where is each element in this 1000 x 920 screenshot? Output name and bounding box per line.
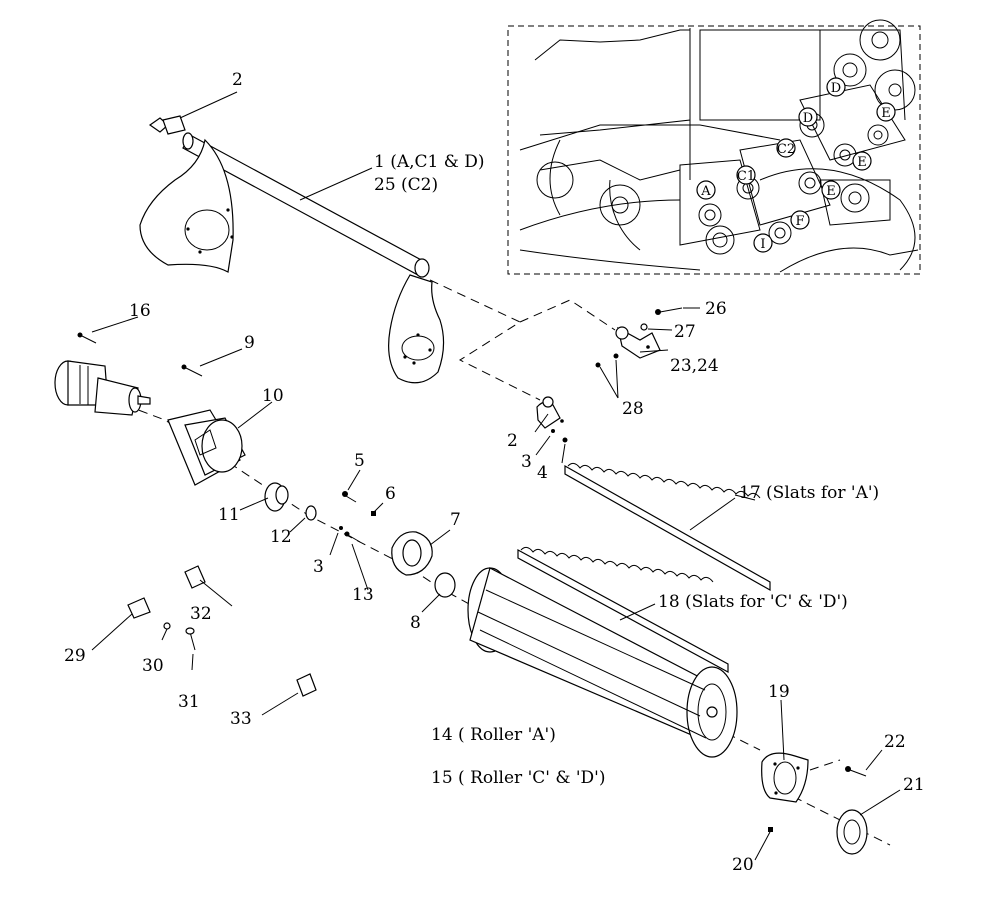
washer-12 — [305, 505, 317, 521]
callout-8: 8 — [410, 613, 421, 633]
inset-label-f: F — [795, 214, 804, 229]
inset-locator-view: A C1 C2 D D E E E F I — [507, 19, 921, 275]
callout-30: 30 — [142, 656, 164, 676]
callout-2-top: 2 — [232, 70, 243, 90]
roller-arm-shaft — [139, 115, 445, 384]
callout-7: 7 — [450, 510, 461, 530]
inset-label-c1: C1 — [737, 169, 755, 184]
inset-label-d-upper: D — [831, 81, 841, 96]
callout-27: 27 — [674, 322, 696, 342]
callout-22: 22 — [884, 732, 906, 752]
callout-16: 16 — [129, 301, 151, 321]
callout-28: 28 — [622, 399, 644, 419]
circlip-8 — [434, 572, 456, 598]
end-flange-19 — [761, 752, 809, 803]
inset-label-a: A — [700, 184, 711, 199]
callout-6: 6 — [385, 484, 396, 504]
bearing-21 — [836, 809, 868, 855]
callout-3-left: 3 — [313, 557, 324, 577]
fasteners — [77, 307, 867, 832]
callout-9: 9 — [244, 333, 255, 353]
bearing-housing-10 — [167, 409, 246, 486]
callout-19: 19 — [768, 682, 790, 702]
callout-3-lower: 3 — [521, 452, 532, 472]
callout-5: 5 — [354, 451, 365, 471]
inset-label-e-middle: E — [857, 155, 867, 170]
inset-label-e-upper: E — [881, 106, 891, 121]
inset-label-c2: C2 — [777, 142, 795, 157]
bracket-23-24 — [615, 326, 661, 359]
leader-lines — [91, 91, 901, 861]
callout-2-lower: 2 — [507, 431, 518, 451]
callout-20: 20 — [732, 855, 754, 875]
callout-31: 31 — [178, 692, 200, 712]
hydraulic-motor-16 — [54, 360, 151, 416]
inset-label-e-lower: E — [826, 184, 836, 199]
flange-7 — [391, 531, 433, 576]
inset-label-i: I — [760, 237, 765, 252]
callout-18: 18 (Slats for 'C' & 'D') — [658, 592, 848, 612]
slat-17 — [564, 462, 771, 592]
callout-32: 32 — [190, 604, 212, 624]
callout-11: 11 — [218, 505, 240, 525]
callout-4: 4 — [537, 463, 548, 483]
callout-26: 26 — [705, 299, 727, 319]
sprocket-11 — [264, 482, 289, 512]
callout-21: 21 — [903, 775, 925, 795]
callout-33: 33 — [230, 709, 252, 729]
callout-14: 14 ( Roller 'A') — [431, 725, 556, 745]
callout-17: 17 (Slats for 'A') — [739, 483, 879, 503]
callout-23-24: 23,24 — [670, 356, 719, 376]
roller-14-15 — [467, 567, 738, 758]
callout-10: 10 — [262, 386, 284, 406]
inset-label-d-lower: D — [803, 111, 813, 126]
slat-18 — [517, 546, 729, 674]
callout-25: 25 (C2) — [374, 175, 438, 195]
callout-15: 15 ( Roller 'C' & 'D') — [431, 768, 605, 788]
callout-13: 13 — [352, 585, 374, 605]
callout-29: 29 — [64, 646, 86, 666]
callout-1: 1 (A,C1 & D) — [374, 152, 485, 172]
callout-12: 12 — [270, 527, 292, 547]
